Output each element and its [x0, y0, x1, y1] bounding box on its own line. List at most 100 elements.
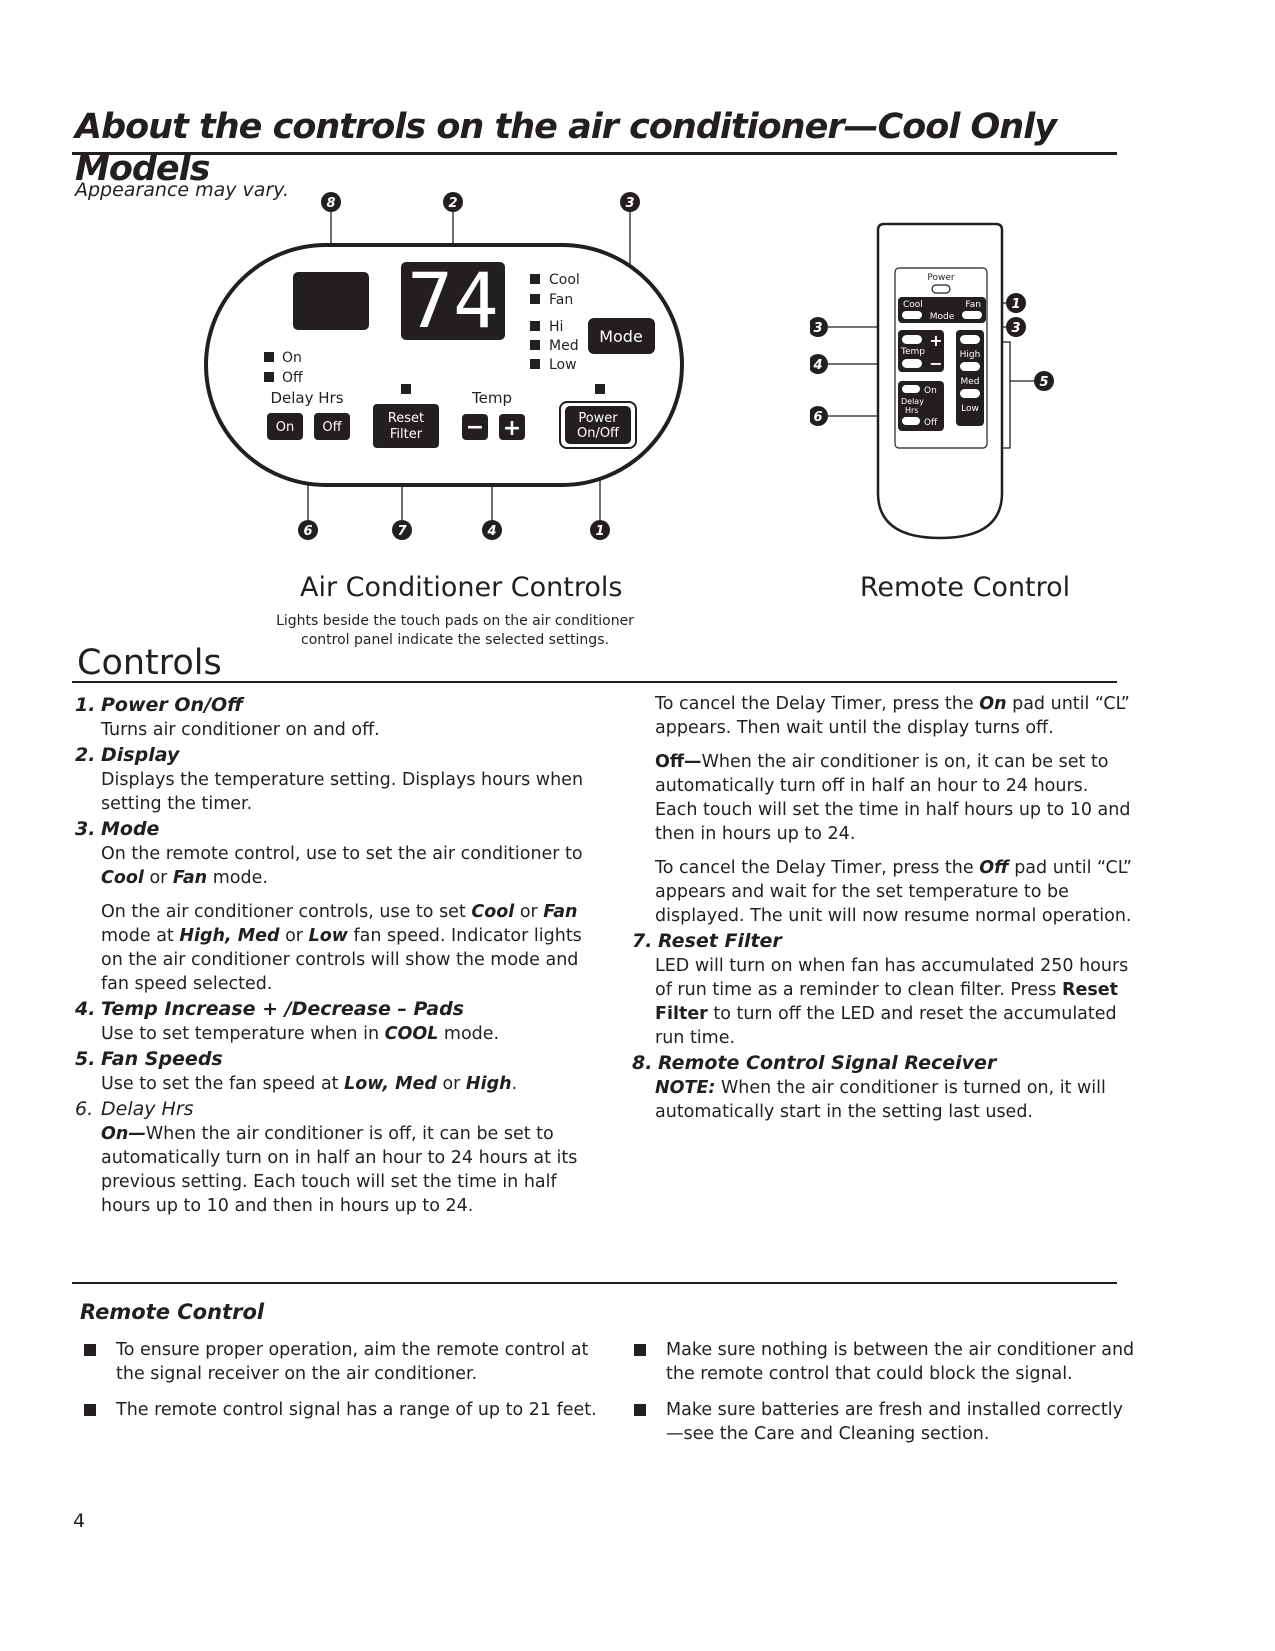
remote-bullets-right: Make sure nothing is between the air con…: [630, 1338, 1140, 1458]
remote-fan-label: Fan: [965, 300, 981, 310]
item-1-heading: 1.Power On/Off: [75, 694, 243, 716]
item-6-cancel-on-text: To cancel the Delay Timer, press the On …: [655, 694, 1130, 738]
remote-temp-minus: −: [929, 354, 942, 373]
temp-minus-label: −: [466, 415, 484, 440]
temperature-display: [401, 262, 505, 340]
remote-callout-4-left: [810, 354, 828, 374]
item-2-heading: 2.Display: [75, 744, 180, 766]
remote-high-label: High: [960, 350, 981, 360]
temp-increase-button[interactable]: +: [499, 414, 525, 441]
timer-off-label: Off: [282, 370, 303, 386]
remote-section-rule: [72, 1282, 1117, 1284]
controls-left-column: 1.Power On/Off Turns air conditioner on …: [75, 692, 595, 1218]
callout-2-top-label: 2: [448, 196, 457, 211]
timer-on-label: On: [282, 350, 302, 366]
power-on-off-button[interactable]: Power On/Off: [559, 401, 637, 449]
bullet-square-icon: [634, 1404, 646, 1416]
remote-control-title: Remote Control: [859, 572, 1071, 603]
item-6-cancel-off-text: To cancel the Delay Timer, press the Off…: [655, 858, 1132, 926]
remote-bullet-item: Make sure batteries are fresh and instal…: [630, 1398, 1140, 1446]
remote-med-button[interactable]: [960, 362, 980, 371]
item-8-text: NOTE: When the air conditioner is turned…: [655, 1078, 1106, 1122]
appearance-note: Appearance may vary.: [75, 179, 290, 201]
reset-filter-label-line1: Reset: [388, 411, 424, 426]
remote-delay-off-label: Off: [924, 418, 938, 428]
remote-delay-off-button[interactable]: [902, 417, 920, 425]
ac-controls-caption-line2: control panel indicate the selected sett…: [301, 632, 609, 648]
remote-temp-up-button[interactable]: [902, 335, 922, 344]
delay-hrs-label: Delay Hrs: [270, 389, 343, 407]
item-6-heading: 6.Delay Hrs: [75, 1098, 194, 1120]
remote-high-button[interactable]: [960, 335, 980, 344]
remote-delay-label-line2: Hrs: [905, 406, 918, 415]
callout-3-top: [620, 192, 640, 212]
timer-on-indicator-light: [264, 352, 274, 362]
item-3-paragraph-1: On the remote control, use to set the ai…: [101, 844, 583, 888]
item-6-on-text: On—When the air conditioner is off, it c…: [101, 1124, 578, 1216]
remote-delay-on-button[interactable]: [902, 385, 920, 393]
remote-mode-label: Mode: [930, 312, 955, 322]
page-title: About the controls on the air conditione…: [75, 107, 1057, 189]
controls-rule: [72, 681, 1117, 683]
temp-label: Temp: [471, 389, 512, 407]
ac-controls-caption-line1: Lights beside the touch pads on the air …: [276, 613, 634, 629]
remote-power-button[interactable]: [931, 284, 951, 294]
remote-delay-on-label: On: [924, 386, 937, 396]
remote-bullet-item: Make sure nothing is between the air con…: [630, 1338, 1140, 1386]
controls-heading: Controls: [77, 643, 222, 683]
callout-1-bottom: [590, 520, 610, 540]
reset-filter-button[interactable]: Reset Filter: [373, 404, 439, 448]
fan-indicator-label: Fan: [549, 292, 573, 308]
remote-section-heading: Remote Control: [80, 1300, 265, 1324]
remote-bullet-item: To ensure proper operation, aim the remo…: [80, 1338, 600, 1386]
item-3-heading: 3.Mode: [75, 818, 160, 840]
remote-callout-3-left-label: 3: [813, 321, 822, 336]
delay-off-button[interactable]: Off: [314, 413, 350, 440]
reset-filter-label-line2: Filter: [390, 427, 423, 442]
mode-button[interactable]: Mode: [588, 318, 655, 354]
item-1-text: Turns air conditioner on and off.: [101, 720, 380, 740]
remote-fan-button[interactable]: [962, 311, 982, 319]
remote-temp-plus: +: [929, 331, 942, 350]
item-6-off-text: Off—When the air conditioner is on, it c…: [655, 752, 1131, 844]
low-indicator-label: Low: [549, 357, 577, 373]
remote-callout-5-right: [1034, 371, 1054, 391]
remote-low-button[interactable]: [960, 389, 980, 398]
item-7-text: LED will turn on when fan has accumulate…: [655, 956, 1129, 1048]
remote-med-label: Med: [960, 377, 979, 387]
remote-callout-4-left-label: 4: [812, 358, 822, 373]
delay-off-button-label: Off: [322, 420, 342, 435]
remote-callout-6-left-label: 6: [813, 410, 822, 425]
item-5-heading: 5.Fan Speeds: [75, 1048, 223, 1070]
remote-cool-button[interactable]: [902, 311, 922, 319]
delay-on-button-label: On: [276, 420, 294, 435]
bullet-square-icon: [84, 1404, 96, 1416]
callout-6-bottom: [298, 520, 318, 540]
remote-callout-1-right: [1006, 293, 1026, 313]
temp-plus-label: +: [503, 416, 521, 441]
remote-low-label: Low: [961, 404, 979, 414]
page-number: 4: [73, 1510, 86, 1532]
remote-callout-5-right-label: 5: [1039, 375, 1048, 390]
temp-decrease-button[interactable]: −: [462, 414, 488, 440]
ac-controls-caption: Lights beside the touch pads on the air …: [260, 612, 650, 650]
remote-temp-down-button[interactable]: [902, 359, 922, 368]
remote-temp-label: Temp: [900, 347, 925, 357]
callout-8-top: [321, 192, 341, 212]
ac-control-panel-diagram: 74 Cool Fan Hi Med Low Mode On Off Delay…: [204, 192, 684, 540]
callout-1-bottom-label: 1: [595, 524, 604, 539]
hi-indicator-label: Hi: [549, 319, 563, 335]
callout-7-bottom-label: 7: [397, 524, 407, 539]
delay-on-button[interactable]: On: [267, 413, 303, 440]
item-4-heading: 4.Temp Increase + /Decrease – Pads: [75, 998, 464, 1020]
med-indicator-light: [530, 340, 540, 350]
med-indicator-label: Med: [549, 338, 579, 354]
power-indicator-light: [595, 384, 605, 394]
callout-4-bottom: [482, 520, 502, 540]
remote-control-diagram: Power Cool Fan Mode + Temp − High Med Lo…: [810, 222, 1054, 540]
bullet-square-icon: [634, 1344, 646, 1356]
callout-3-top-label: 3: [625, 196, 634, 211]
remote-temp-group: + Temp −: [898, 330, 944, 373]
item-2-text: Displays the temperature setting. Displa…: [101, 770, 584, 814]
mode-button-label: Mode: [599, 327, 643, 346]
